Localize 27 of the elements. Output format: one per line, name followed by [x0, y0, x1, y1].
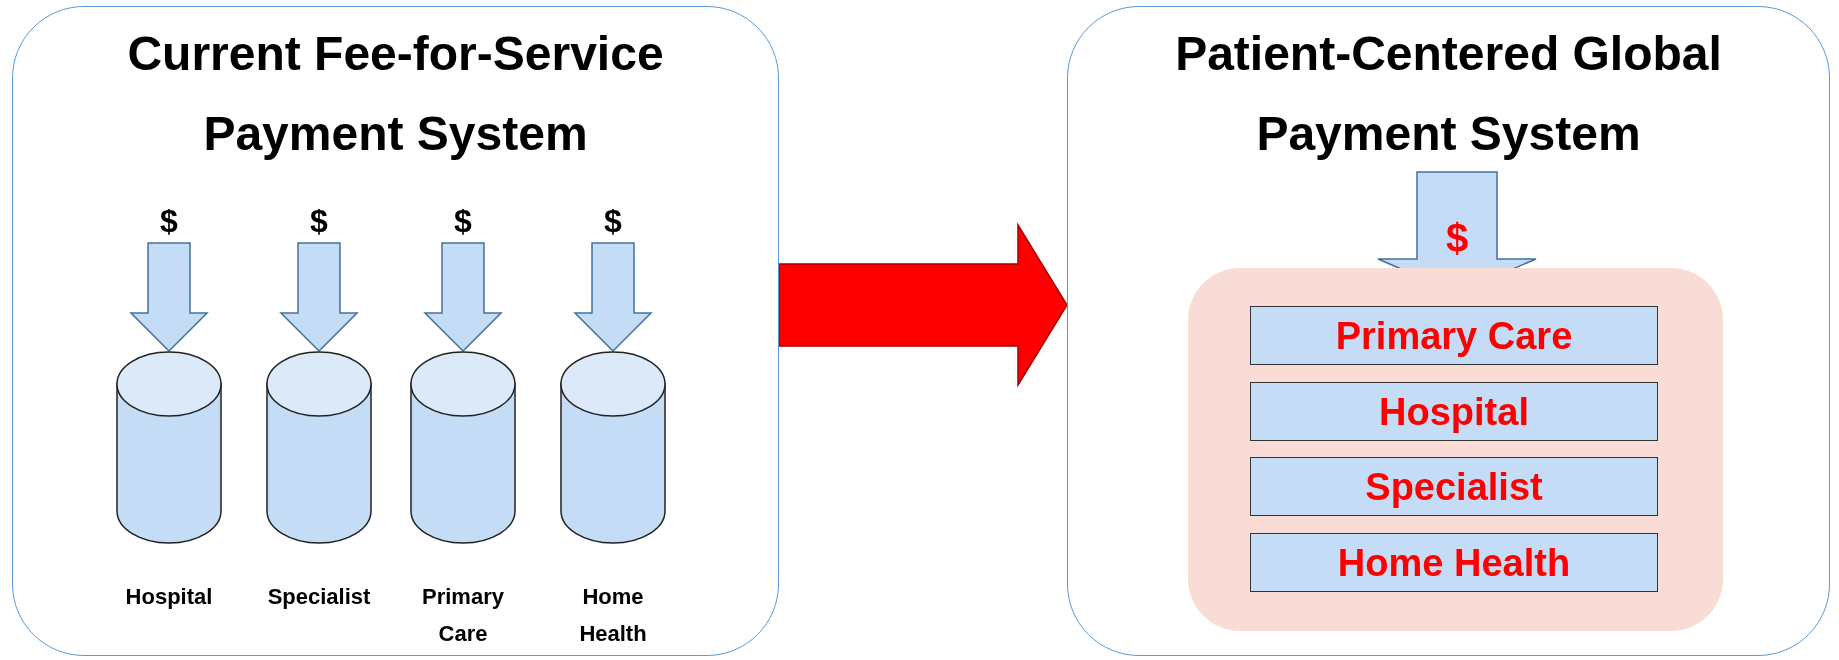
dollar-sign: $: [139, 199, 199, 243]
dollar-sign: $: [433, 199, 493, 243]
panel: [1067, 6, 1830, 656]
block-arrow: [778, 222, 1068, 388]
group-background: [1188, 268, 1723, 631]
block-arrow: [129, 242, 209, 353]
service-box: [1250, 306, 1658, 365]
service-label: Primary Care: [1335, 313, 1573, 359]
panel: [12, 6, 779, 656]
cylinder-label: Primary Care: [421, 583, 505, 648]
dollar-sign: $: [583, 199, 643, 243]
cylinder-label: Home Health: [578, 583, 648, 648]
dollar-sign: $: [1444, 215, 1470, 261]
service-box: [1250, 533, 1658, 592]
block-arrow: [573, 242, 653, 353]
cylinder-label: Hospital: [124, 583, 214, 611]
cylinder-label: Specialist: [266, 583, 372, 611]
service-box: [1250, 457, 1658, 516]
service-label: Hospital: [1379, 389, 1529, 435]
block-arrow: [279, 242, 359, 353]
service-box: [1250, 382, 1658, 441]
block-arrow: [423, 242, 503, 353]
dollar-sign: $: [289, 199, 349, 243]
panel-title: Current Fee-for-Service Payment System: [126, 26, 665, 162]
service-label: Home Health: [1337, 540, 1571, 586]
panel-title: Patient-Centered Global Payment System: [1174, 26, 1723, 162]
service-label: Specialist: [1365, 464, 1543, 510]
